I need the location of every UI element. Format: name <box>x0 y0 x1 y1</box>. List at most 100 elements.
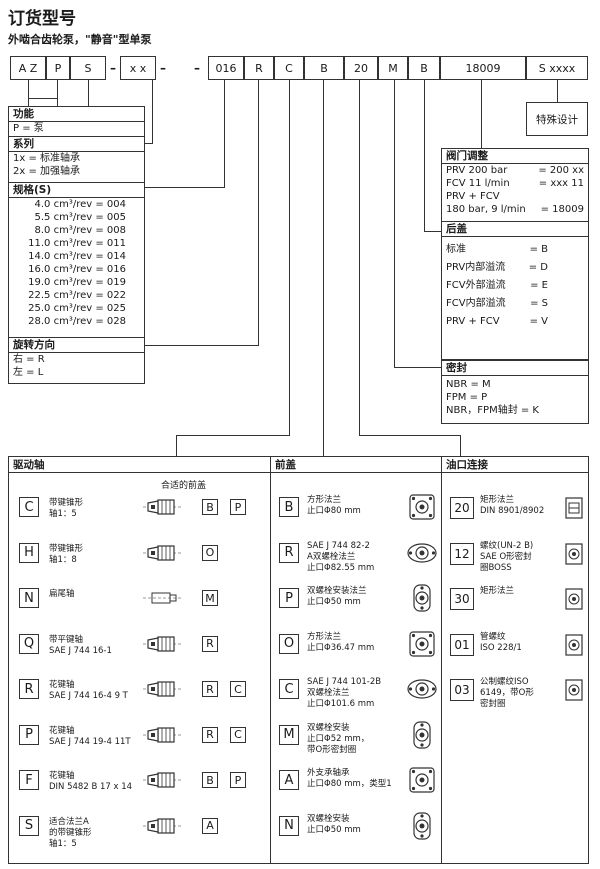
size-line: 11.0 cm³/rev = 011 <box>28 238 126 249</box>
shaft-icon <box>142 542 182 564</box>
page-subtitle: 外啮合齿轮泵，"静音"型单泵 <box>8 33 152 46</box>
shaft-code: R <box>19 679 39 699</box>
shaft-icon <box>142 724 182 746</box>
compatible-front-cover: B <box>202 499 218 515</box>
connector <box>152 80 153 143</box>
code-cell-valve: 18009 <box>440 56 526 80</box>
connector <box>57 80 58 106</box>
rear-cover-box: 后盖 标准= B PRV内部溢流= D FCV外部溢流= E FCV内部溢流= … <box>441 222 589 360</box>
oil-port-code: 01 <box>450 633 474 656</box>
front-cover-code: R <box>279 542 299 563</box>
connector <box>28 80 29 106</box>
shaft-icon <box>142 678 182 700</box>
code-cell-size: 016 <box>208 56 244 80</box>
front-cover-code: A <box>279 770 299 790</box>
oil-port-title: 油口连接 <box>442 457 588 473</box>
rear-cover-row: PRV内部溢流= D <box>446 262 548 273</box>
connector <box>144 143 153 144</box>
rear-cover-row: FCV内部溢流= S <box>446 298 548 309</box>
connector <box>176 435 177 456</box>
series-line: 1x = 标准轴承 <box>13 153 81 164</box>
size-box: 规格(S) 4.0 cm³/rev = 004 5.5 cm³/rev = 00… <box>8 183 145 338</box>
connector <box>258 80 259 345</box>
size-line: 22.5 cm³/rev = 022 <box>28 290 126 301</box>
connector <box>144 345 259 346</box>
code-cell-shaft: C <box>274 56 304 80</box>
oil-port-code: 30 <box>450 588 474 610</box>
code-cell-seal: M <box>378 56 408 80</box>
shaft-code: P <box>19 724 39 745</box>
code-cell-front-cover: B <box>304 56 344 80</box>
size-line: 28.0 cm³/rev = 028 <box>28 316 126 327</box>
oil-port-code: 12 <box>450 542 474 565</box>
connector <box>359 435 461 436</box>
shaft-description: 带键锥形轴1：8 <box>49 543 84 565</box>
compatible-front-cover: R <box>202 635 218 652</box>
rotation-line: 左 = L <box>13 367 44 378</box>
port-icon <box>564 678 584 702</box>
code-cell-p: P <box>46 56 70 80</box>
rear-cover-title: 后盖 <box>442 222 588 237</box>
connector <box>424 80 425 231</box>
front-cover-code: M <box>279 724 299 745</box>
rear-cover-row: FCV外部溢流= E <box>446 280 548 291</box>
compatible-front-cover: M <box>202 590 218 606</box>
front-cover-description: 外支承轴承止口Φ80 mm，类型1 <box>307 768 392 789</box>
connector <box>289 80 290 435</box>
size-line: 5.5 cm³/rev = 005 <box>34 212 126 223</box>
flange-icon <box>407 538 437 568</box>
code-cell-xx: x x <box>120 56 156 80</box>
connector <box>460 435 461 456</box>
connector <box>224 80 225 187</box>
code-cell-special: S xxxx <box>526 56 588 80</box>
compatible-front-cover: O <box>202 544 218 561</box>
size-line: 25.0 cm³/rev = 025 <box>28 303 126 314</box>
compatible-front-cover: P <box>230 772 246 788</box>
connector <box>28 98 58 99</box>
front-cover-code: C <box>279 679 299 699</box>
connector <box>481 80 482 148</box>
shaft-code: H <box>19 542 39 563</box>
code-dash: – <box>194 61 200 75</box>
connector <box>323 80 324 456</box>
compatible-front-cover: P <box>230 499 246 515</box>
valve-box: 阀门调整 PRV 200 bar= 200 xx FCV 11 l/min= x… <box>441 148 589 222</box>
flange-icon <box>407 492 437 522</box>
rear-cover-row: PRV + FCV= V <box>446 316 548 327</box>
drive-shaft-title: 驱动轴 <box>9 457 270 473</box>
page-title: 订货型号 <box>8 9 76 29</box>
shaft-icon <box>142 633 182 655</box>
oil-port-code: 03 <box>450 679 474 701</box>
flange-icon <box>407 583 437 613</box>
valve-row: PRV 200 bar= 200 xx <box>446 165 584 176</box>
port-icon <box>564 633 584 657</box>
valve-title: 阀门调整 <box>442 149 588 164</box>
front-cover-code: B <box>279 497 299 517</box>
front-cover-title: 前盖 <box>271 457 441 473</box>
series-line: 2x = 加强轴承 <box>13 166 81 177</box>
shaft-code: N <box>19 588 39 608</box>
front-cover-description: 方形法兰止口Φ80 mm <box>307 495 361 516</box>
compatible-front-cover: C <box>230 726 246 743</box>
valve-row: 180 bar, 9 l/min= 18009 <box>446 204 584 215</box>
port-icon <box>564 587 584 611</box>
size-line: 19.0 cm³/rev = 019 <box>28 277 126 288</box>
compatible-front-cover: B <box>202 772 218 788</box>
shaft-code: S <box>19 815 39 836</box>
shaft-description: 扁尾轴 <box>49 589 75 599</box>
connector <box>394 80 395 367</box>
oil-port-description: 螺纹(UN-2 B)SAE O形密封圈BOSS <box>480 540 534 573</box>
valve-row: PRV + FCV <box>446 191 500 202</box>
oil-port-description: 矩形法兰 <box>480 586 515 596</box>
shaft-icon <box>142 587 182 609</box>
code-dash: – <box>160 61 166 75</box>
compatible-front-cover: R <box>202 681 218 697</box>
